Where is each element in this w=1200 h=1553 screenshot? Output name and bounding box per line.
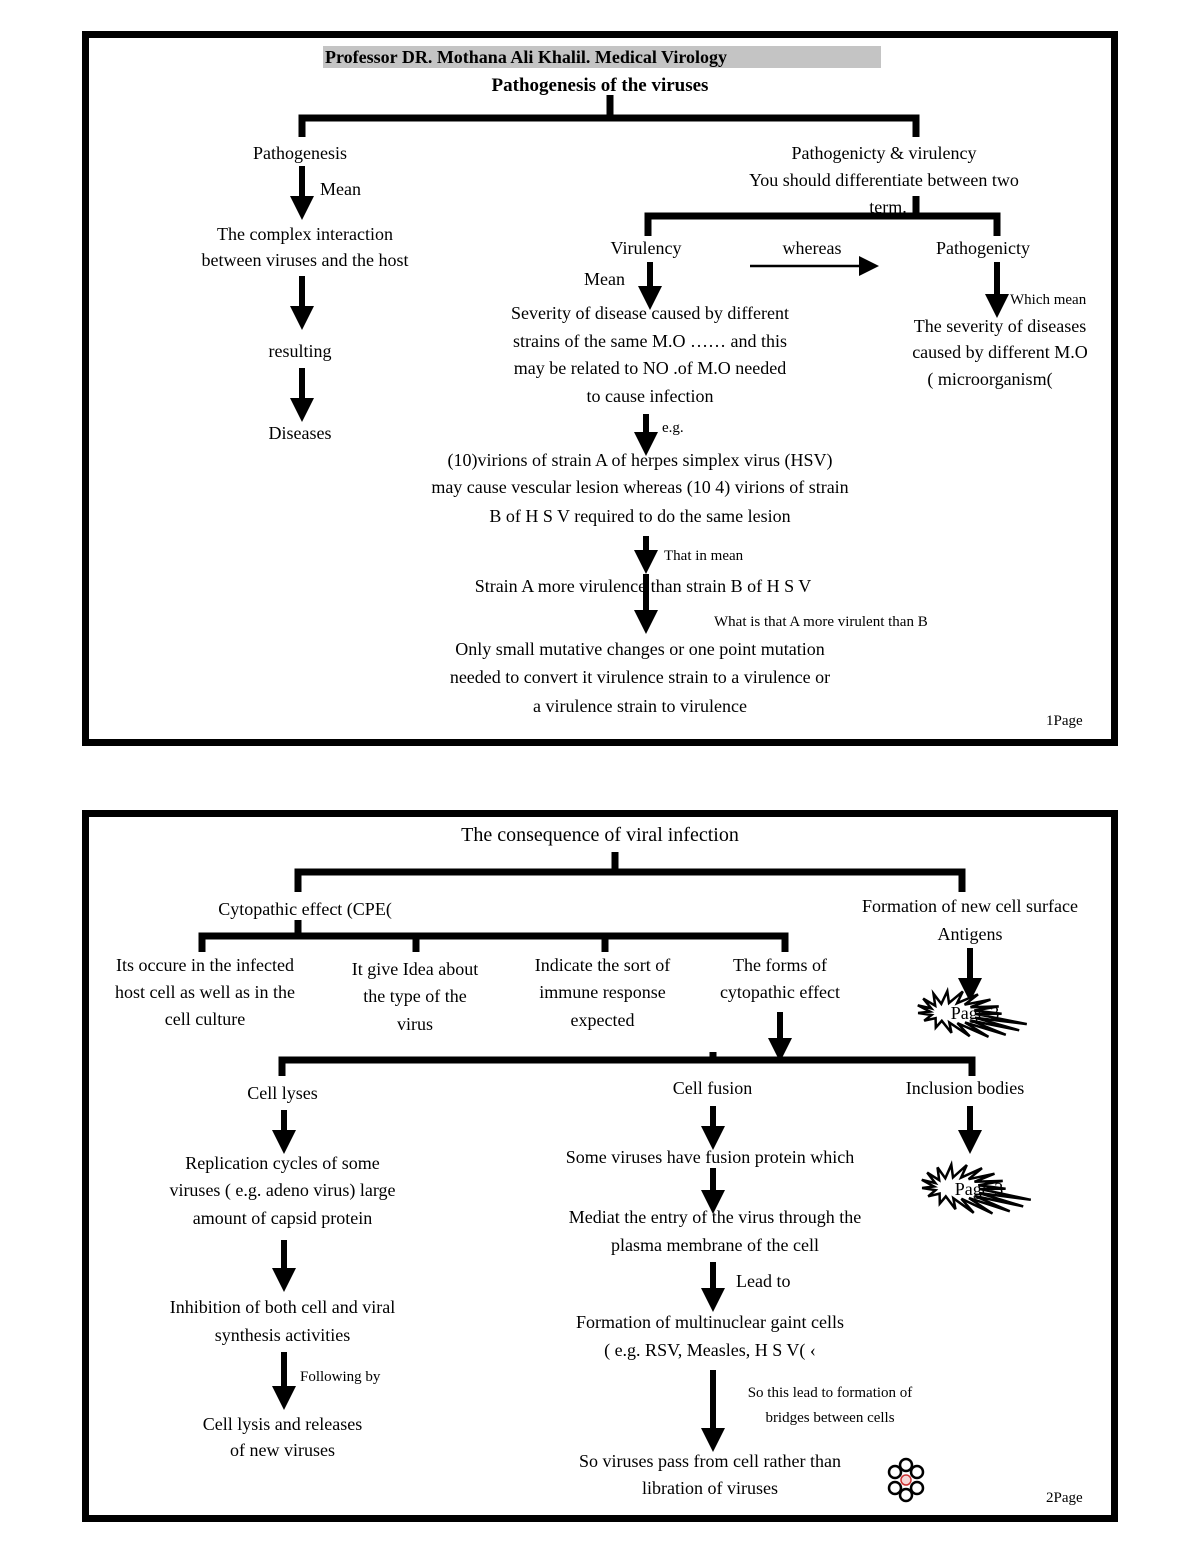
interaction-line-2: between viruses and the host	[201, 250, 409, 270]
differentiate-line-2: term.	[869, 197, 907, 217]
eg-label: e.g.	[662, 420, 684, 436]
pathogenesis-label: Pathogenesis	[253, 143, 347, 163]
pathogenicity-virulency-label: Pathogenicty & virulency	[791, 143, 977, 163]
so-this-line-2: bridges between cells	[765, 1410, 895, 1426]
cell-lyses-label: Cell lyses	[247, 1083, 318, 1103]
inhibition-line-2: synthesis activities	[214, 1325, 351, 1345]
example-line-1: (10)virions of strain A of herpes simple…	[447, 450, 833, 470]
surface-antigen-line-2: Antigens	[937, 924, 1003, 944]
cpe-label: Cytopathic effect (CPE(	[218, 899, 392, 919]
idea-line-1: It give Idea about	[351, 959, 479, 979]
so-this-line-1: So this lead to formation of	[747, 1385, 913, 1401]
lysis-line-1: Cell lysis and releases	[202, 1414, 363, 1434]
page-3-link-2[interactable]: Page 3	[954, 1179, 1004, 1199]
pass-line-1: So viruses pass from cell rather than	[579, 1451, 841, 1471]
forms-line-1: The forms of	[733, 955, 827, 975]
mean-label-2: Mean	[584, 269, 625, 289]
diseases-label: Diseases	[268, 423, 332, 443]
which-mean-label: Which mean	[1010, 292, 1087, 308]
replication-line-2: viruses ( e.g. adeno virus) large	[169, 1180, 396, 1200]
path-def-line-2: caused by different M.O	[912, 342, 1088, 362]
mediat-line-1: Mediat the entry of the virus through th…	[568, 1207, 862, 1227]
pass-line-2: libration of viruses	[642, 1478, 778, 1498]
resulting-label: resulting	[268, 341, 332, 361]
conclusion-line-2: needed to convert it virulence strain to…	[449, 667, 831, 687]
following-by-label: Following by	[300, 1369, 381, 1385]
inhibition-line-1: Inhibition of both cell and viral	[169, 1297, 396, 1317]
virulency-label: Virulency	[610, 238, 682, 258]
conclusion-line-3: a virulence strain to virulence	[533, 696, 747, 716]
forms-line-2: cytopathic effect	[719, 982, 841, 1002]
surface-antigen-line-1: Formation of new cell surface	[862, 896, 1078, 916]
pathogenicty-label: Pathogenicty	[936, 238, 1030, 258]
page-2-title: The consequence of viral infection	[461, 824, 739, 846]
indicate-line-3: expected	[570, 1010, 635, 1030]
indicate-line-1: Indicate the sort of	[534, 955, 671, 975]
occurs-line-3: cell culture	[164, 1009, 246, 1029]
inclusion-bodies-label: Inclusion bodies	[905, 1078, 1025, 1098]
page-1-frame	[82, 31, 1118, 746]
idea-line-3: virus	[397, 1014, 433, 1034]
gaint-line-2: ( e.g. RSV, Measles, H S V( ‹	[604, 1340, 816, 1360]
severity-def-line-1: Severity of disease caused by different	[510, 303, 790, 323]
severity-def-line-3: may be related to NO .of M.O needed	[513, 358, 787, 378]
cell-fusion-label: Cell fusion	[672, 1078, 753, 1098]
flower-icon	[887, 1457, 925, 1503]
what-is-label: What is that A more virulent than B	[714, 614, 928, 630]
path-def-line-3: ( microorganism(	[927, 369, 1053, 389]
mediat-line-2: plasma membrane of the cell	[611, 1235, 819, 1255]
severity-def-line-4: to cause infection	[586, 386, 714, 406]
example-line-3: B of H S V required to do the same lesio…	[489, 506, 791, 526]
page-number-2: 2Page	[1046, 1490, 1083, 1506]
page-3-burst-2	[921, 1160, 1032, 1215]
example-line-2: may cause vescular lesion whereas (10 4)…	[431, 477, 849, 497]
page-2-frame	[82, 810, 1118, 1522]
page-3-burst-1	[917, 986, 1028, 1038]
lead-to-label: Lead to	[736, 1271, 791, 1291]
whereas-label: whereas	[782, 238, 842, 258]
path-def-line-1: The severity of diseases	[913, 316, 1087, 336]
document-header: Professor DR. Mothana Ali Khalil. Medica…	[323, 46, 881, 68]
gaint-line-1: Formation of multinuclear gaint cells	[576, 1312, 844, 1332]
conclusion-line-1: Only small mutative changes or one point…	[455, 639, 825, 659]
occurs-line-1: Its occure in the infected	[116, 955, 294, 975]
interaction-line-1: The complex interaction	[217, 224, 393, 244]
page-3-link-1[interactable]: Page 3	[950, 1003, 1000, 1023]
fusion-protein-text: Some viruses have fusion protein which	[565, 1147, 855, 1167]
occurs-line-2: host cell as well as in the	[115, 982, 295, 1002]
page-number-1: 1Page	[1046, 713, 1083, 729]
lysis-line-2: of new viruses	[230, 1440, 335, 1460]
differentiate-line-1: You should differentiate between two	[749, 170, 1019, 190]
that-in-mean-label: That in mean	[664, 548, 744, 564]
indicate-line-2: immune response	[539, 982, 666, 1002]
replication-line-1: Replication cycles of some	[185, 1153, 380, 1173]
severity-def-line-2: strains of the same M.O …… and this	[513, 331, 787, 351]
mean-label: Mean	[320, 179, 361, 199]
replication-line-3: amount of capsid protein	[192, 1208, 373, 1228]
strain-a-statement: Strain A more virulence than strain B of…	[474, 576, 812, 596]
page-1-title: Pathogenesis of the viruses	[491, 75, 709, 96]
idea-line-2: the type of the	[363, 986, 467, 1006]
